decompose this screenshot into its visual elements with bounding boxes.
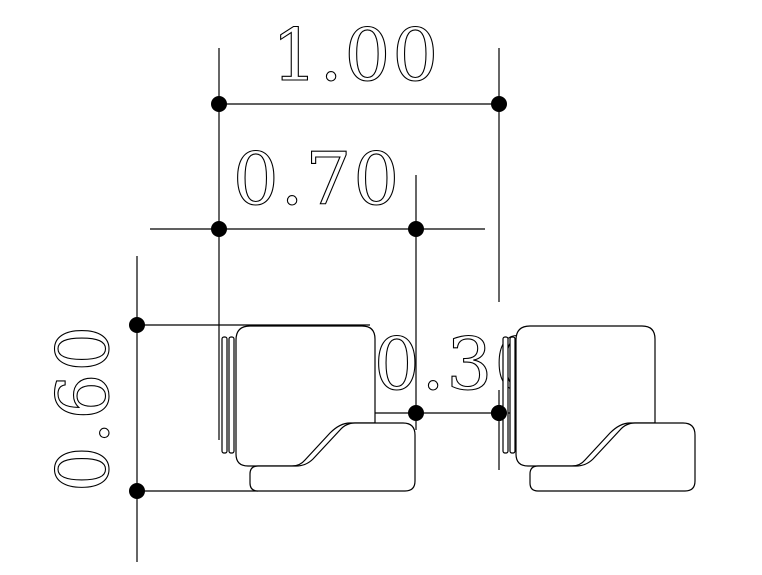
- seat-support-bar: [228, 336, 235, 454]
- seat-support-bar: [509, 336, 516, 454]
- dimension-tick: [408, 405, 424, 421]
- seat-cushion: [529, 422, 696, 492]
- dimension-label-overall-width: 1.00: [272, 13, 440, 97]
- seat-backrest: [235, 325, 376, 467]
- seat-cushion: [249, 422, 416, 492]
- dimension-seat-depth: 0.60: [40, 256, 370, 562]
- dimension-tick: [129, 317, 145, 333]
- dimension-tick: [211, 96, 227, 112]
- dimension-tick: [408, 221, 424, 237]
- dimension-tick: [211, 221, 227, 237]
- seat-backrest: [515, 325, 656, 467]
- dimension-tick: [491, 96, 507, 112]
- dimension-label-seat-width: 0.70: [233, 137, 401, 221]
- dimension-overall-width: 1.00: [211, 12, 507, 440]
- seat-support-bar: [502, 336, 509, 454]
- dimension-tick: [129, 483, 145, 499]
- dimension-tick: [491, 405, 507, 421]
- seat-right: [502, 325, 696, 492]
- dimension-seat-width: 0.70: [150, 136, 485, 430]
- dimension-label-seat-depth: 0.60: [41, 324, 125, 492]
- seat-support-bar: [221, 336, 228, 454]
- seat-left: [221, 325, 416, 492]
